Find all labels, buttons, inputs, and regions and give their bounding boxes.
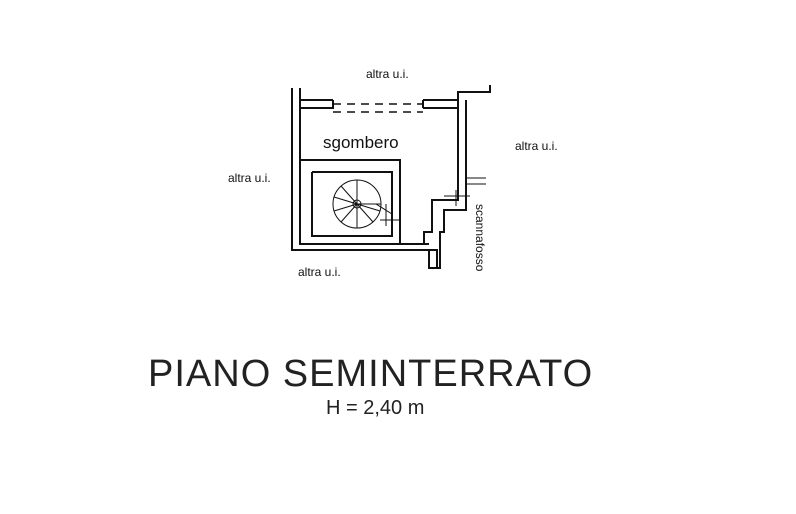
neighbor-label-top: altra u.i.	[366, 67, 409, 81]
ceiling-height: H = 2,40 m	[326, 397, 424, 419]
spiral-staircase	[332, 179, 400, 229]
plan-title: PIANO SEMINTERRATO	[148, 353, 593, 395]
neighbor-label-bottom: altra u.i.	[298, 265, 341, 279]
stair-enclosure	[300, 159, 401, 244]
neighbor-label-right: altra u.i.	[515, 139, 558, 153]
outer-walls	[291, 85, 491, 269]
top-opening	[333, 103, 423, 113]
neighbor-label-left: altra u.i.	[228, 171, 271, 185]
scannafosso-detail	[444, 177, 486, 206]
room-label: sgombero	[323, 133, 399, 152]
scannafosso-label: scannafosso	[473, 204, 487, 272]
